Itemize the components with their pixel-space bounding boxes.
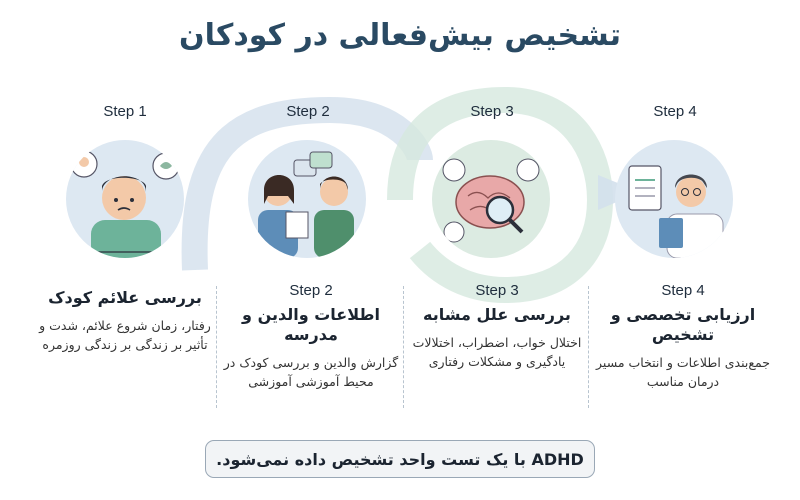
step4-illustration (615, 140, 733, 258)
step3-illustration (432, 140, 550, 258)
step1-illustration (66, 140, 184, 258)
step1-column: بررسی علائم کودک رفتار، زمان شروع علائم،… (36, 288, 214, 354)
step4-top-label: Step 4 (653, 103, 697, 120)
adhd-note: ADHD با یک تست واحد تشخیص داده نمی‌شود. (205, 440, 595, 478)
column-divider (216, 286, 217, 408)
step4-description: جمع‌بندی اطلاعات و انتخاب مسیر درمان منا… (596, 355, 770, 389)
step4-heading: ارزیابی تخصصی و تشخیص (610, 305, 756, 344)
parent-teacher-icon (258, 151, 354, 258)
step3-heading: بررسی علل مشابه (423, 305, 571, 324)
step2-label: Step 2 (289, 282, 333, 299)
step4-column: Step 4 ارزیابی تخصصی و تشخیص جمع‌بندی اط… (594, 282, 772, 391)
step2-description: گزارش والدین و بررسی کودک در محیط آموزشی… (223, 355, 399, 389)
brain-magnifier-icon (442, 158, 540, 243)
step1-top-label: Step 1 (103, 103, 147, 120)
doctor-clipboard-icon (628, 165, 724, 258)
step2-heading: اطلاعات والدین و مدرسه (242, 305, 380, 344)
step2-top-label: Step 2 (286, 103, 330, 120)
page-title: تشخیص بیش‌فعالی در کودکان (179, 18, 621, 53)
step2-column: Step 2 اطلاعات والدین و مدرسه گزارش والد… (222, 282, 400, 391)
step2-illustration (248, 140, 366, 258)
worried-child-icon (70, 150, 180, 258)
column-divider (588, 286, 589, 408)
column-divider (403, 286, 404, 408)
step1-heading: بررسی علائم کودک (48, 288, 202, 307)
step3-description: اختلال خواب، اضطراب، اختلالات یادگیری و … (412, 335, 582, 369)
step3-label: Step 3 (475, 282, 519, 299)
step1-description: رفتار، زمان شروع علائم، شدت و تأثیر بر ز… (39, 318, 211, 352)
step4-label: Step 4 (661, 282, 705, 299)
step3-top-label: Step 3 (470, 103, 514, 120)
step3-column: Step 3 بررسی علل مشابه اختلال خواب، اضطر… (408, 282, 586, 371)
